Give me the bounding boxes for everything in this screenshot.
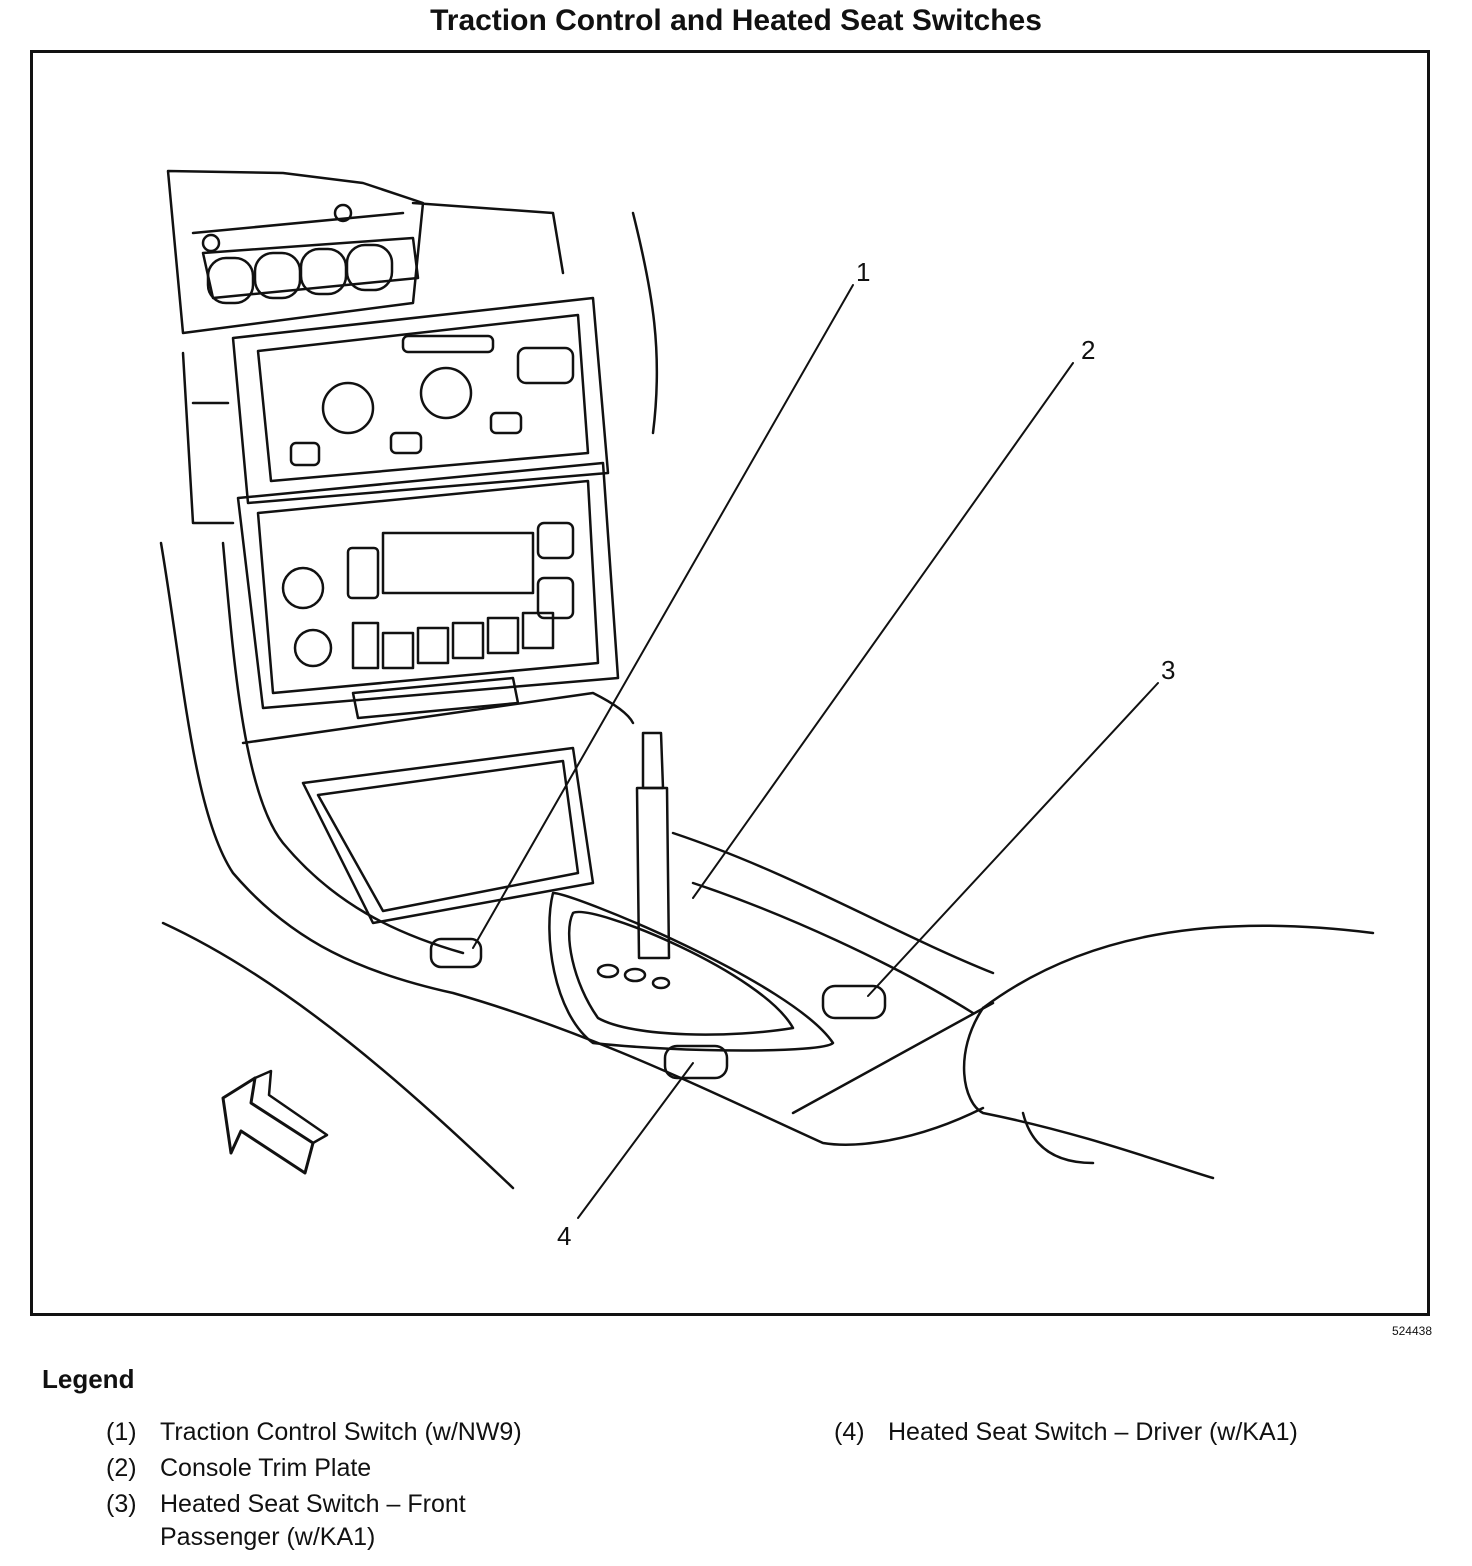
console-illustration: 1 2 3 4 bbox=[159, 169, 1375, 1251]
legend-item-text: Heated Seat Switch – Front Passenger (w/… bbox=[160, 1490, 466, 1551]
legend-item: (2) Console Trim Plate bbox=[106, 1452, 371, 1485]
legend-item-number: (3) bbox=[106, 1490, 137, 1518]
legend-item-number: (4) bbox=[834, 1418, 865, 1446]
callout-1: 1 bbox=[856, 257, 870, 287]
center-console bbox=[159, 541, 1375, 1190]
illustration-frame: 1 2 3 4 bbox=[30, 50, 1430, 1316]
figure-id: 524438 bbox=[1391, 1324, 1432, 1338]
climate-control-panel bbox=[181, 296, 610, 525]
legend-item: (4) Heated Seat Switch – Driver (w/KA1) bbox=[834, 1416, 1298, 1449]
traction-control-switch bbox=[429, 937, 483, 969]
legend-item: (3) Heated Seat Switch – Front Passenger… bbox=[106, 1488, 466, 1554]
legend-item-text: Console Trim Plate bbox=[160, 1454, 372, 1482]
legend-item-text: Traction Control Switch (w/NW9) bbox=[160, 1418, 522, 1446]
callout-4: 4 bbox=[557, 1221, 571, 1251]
legend-heading: Legend bbox=[42, 1364, 135, 1394]
leader-lines bbox=[472, 284, 1159, 1219]
shift-lever bbox=[635, 731, 671, 960]
diagram-title: Traction Control and Heated Seat Switche… bbox=[430, 4, 1042, 37]
legend-item-text: Heated Seat Switch – Driver (w/KA1) bbox=[888, 1418, 1298, 1446]
passenger-heated-seat-switch bbox=[821, 984, 887, 1020]
radio-panel bbox=[236, 461, 620, 720]
legend-item: (1) Traction Control Switch (w/NW9) bbox=[106, 1416, 522, 1449]
legend-item-number: (1) bbox=[106, 1418, 137, 1446]
driver-heated-seat-switch bbox=[663, 1044, 729, 1080]
forward-arrow-icon bbox=[221, 1069, 329, 1175]
upper-vents bbox=[166, 169, 659, 435]
legend-item-number: (2) bbox=[106, 1454, 137, 1482]
callout-3: 3 bbox=[1161, 655, 1175, 685]
callout-2: 2 bbox=[1081, 335, 1095, 365]
